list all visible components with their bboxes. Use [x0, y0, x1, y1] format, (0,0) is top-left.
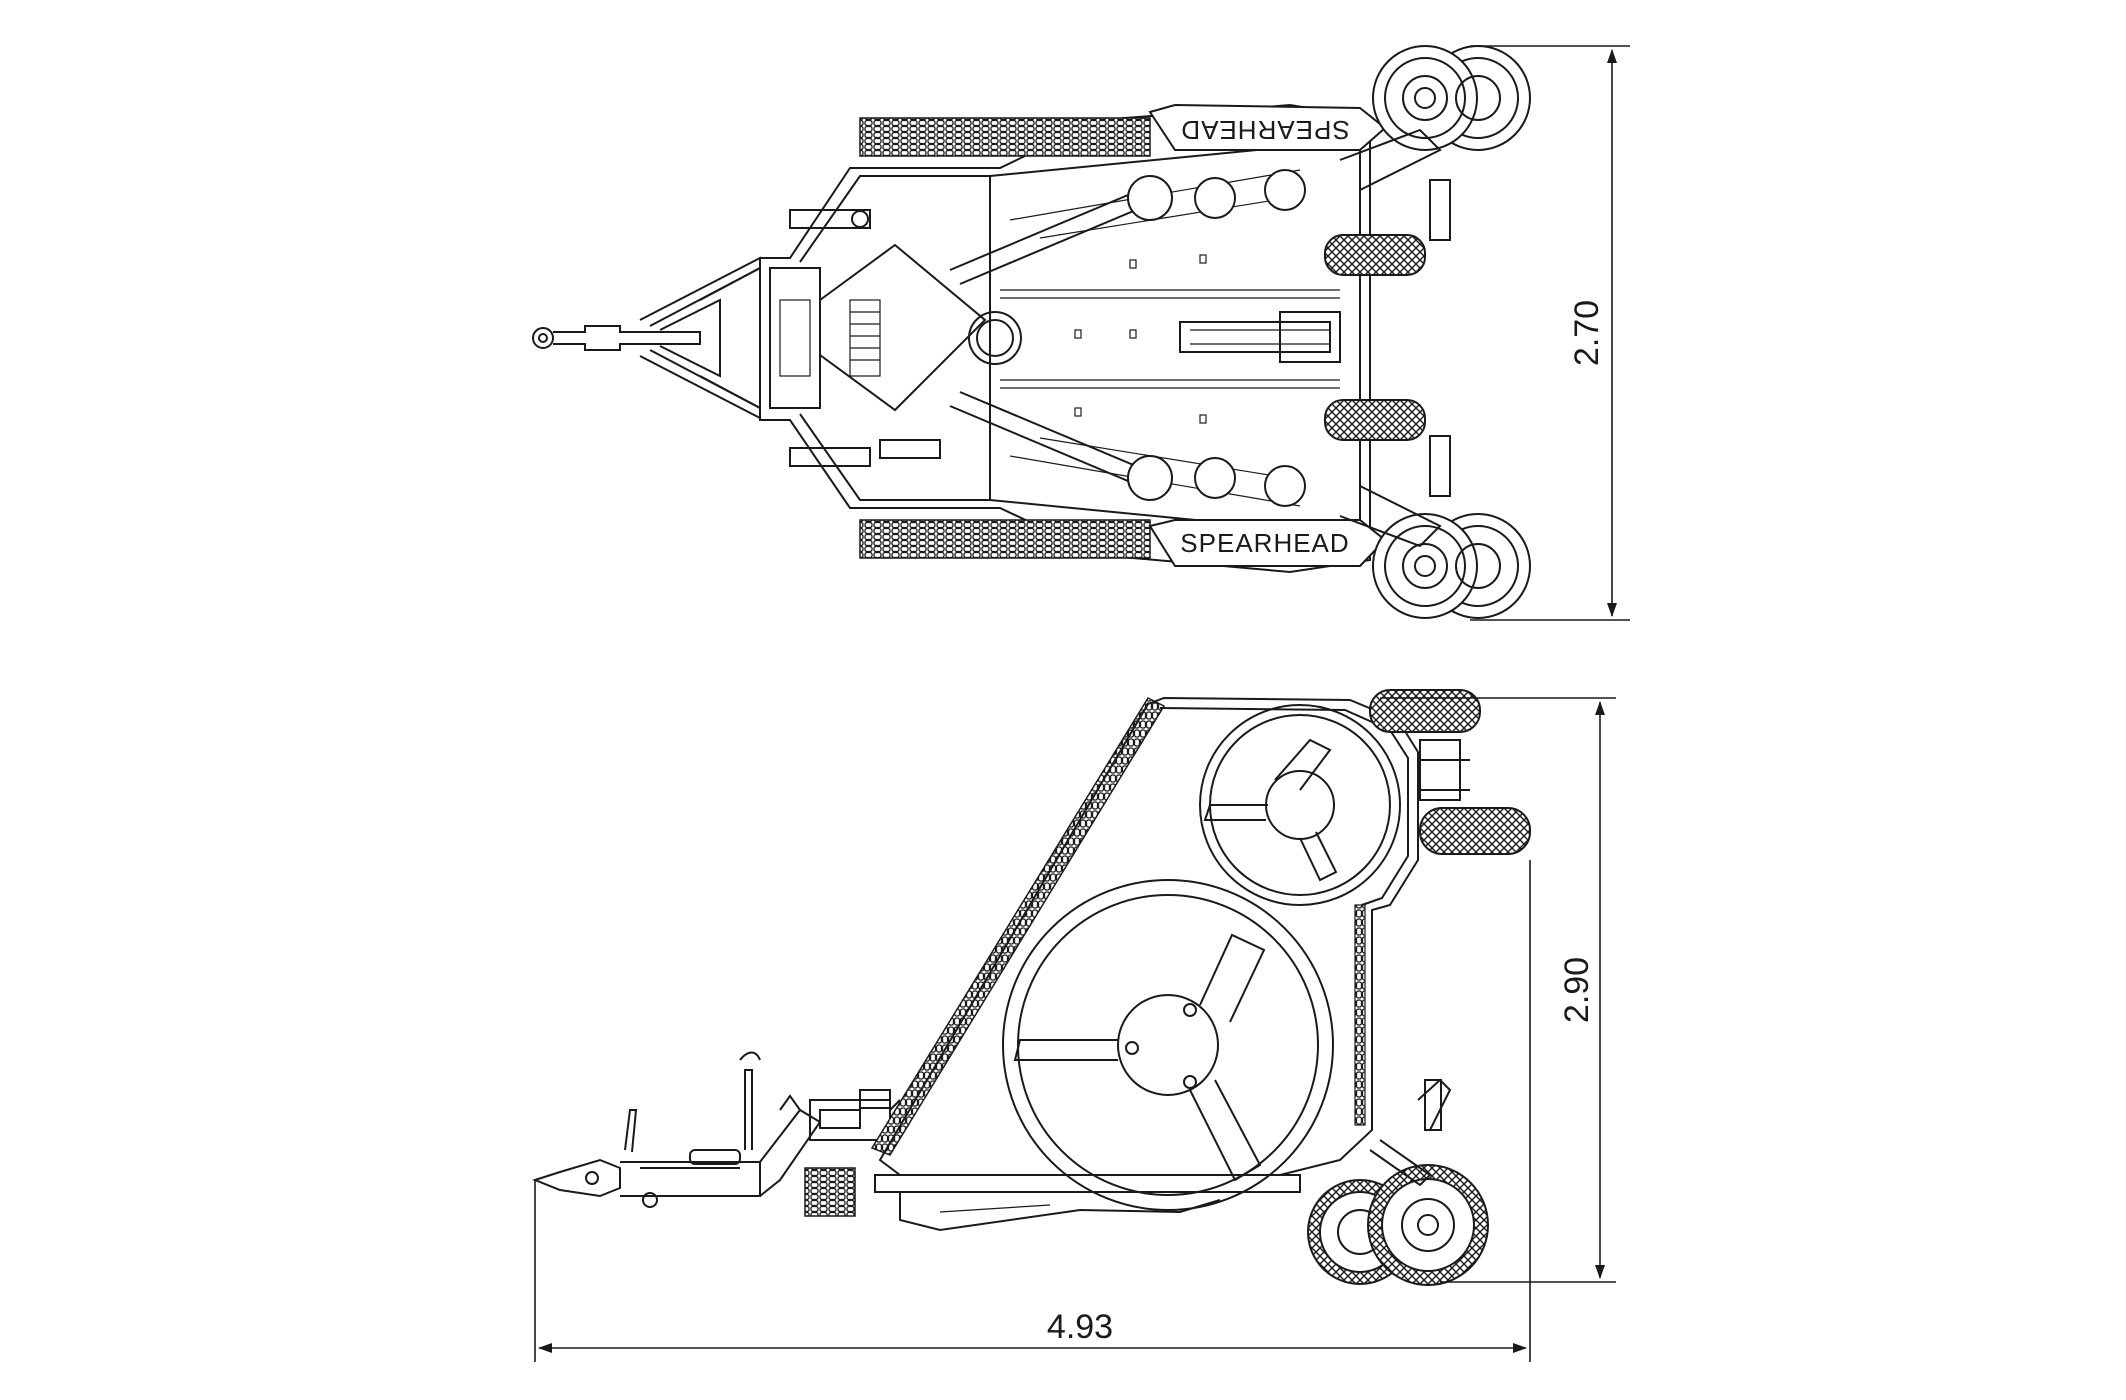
dimension-length: [534, 860, 1531, 1362]
side-rear-wheels: [1307, 1078, 1489, 1286]
top-center-tire-upper: [1324, 234, 1426, 276]
side-upper-tires: [1369, 689, 1531, 855]
width-dimension-label: 2.70: [1568, 300, 1606, 366]
side-view: 2.90 4.93: [532, 689, 1616, 1362]
side-deck: [874, 696, 1419, 1232]
top-center-tire-lower: [1324, 399, 1426, 441]
top-upper-chain-guard: [859, 117, 1151, 157]
top-lower-chain-guard: [859, 519, 1151, 559]
top-lower-wheels: [1372, 513, 1531, 619]
side-rear-chain: [1354, 904, 1366, 1126]
top-deck: [759, 103, 1371, 574]
top-view: SPEARHEAD SPEARHEAD: [532, 45, 1630, 621]
side-hitch: [532, 1051, 822, 1208]
top-upper-wheels: [1372, 45, 1531, 151]
dimension-width: [1470, 45, 1630, 621]
top-hitch: [532, 256, 761, 420]
length-dimension-label: 4.93: [1047, 1308, 1113, 1346]
upper-brand-label: SPEARHEAD: [1180, 115, 1349, 145]
side-skid-chain: [804, 1167, 856, 1217]
lower-brand-label: SPEARHEAD: [1180, 528, 1349, 558]
height-dimension-label: 2.90: [1558, 957, 1596, 1023]
